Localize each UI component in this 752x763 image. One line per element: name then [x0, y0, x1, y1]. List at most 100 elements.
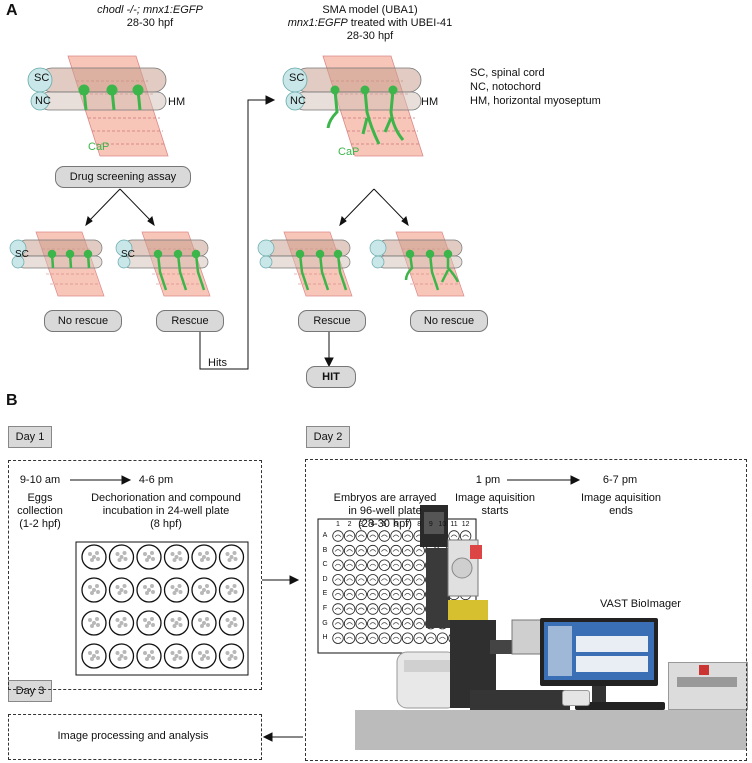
- embryo-curve: [369, 578, 377, 582]
- embryo-curve: [346, 563, 353, 567]
- embryo-dot: [147, 588, 151, 592]
- well-96: [413, 617, 425, 630]
- well-96: [390, 544, 402, 557]
- embryo-dot: [172, 657, 177, 661]
- embryo-sma: [282, 55, 424, 157]
- legend-hm: HM, horizontal myoseptum: [470, 95, 601, 107]
- embryo-curve: [415, 636, 423, 640]
- embryo-dot: [117, 591, 122, 595]
- drug-screening-pill: Drug screening assay: [55, 166, 191, 188]
- well-96: [367, 632, 379, 644]
- embryo-dot: [225, 552, 230, 556]
- embryo-curve: [381, 607, 388, 611]
- embryo-curve: [381, 578, 388, 582]
- embryo-dot: [178, 557, 183, 561]
- embryo-curve: [415, 549, 423, 552]
- embryo-dot: [88, 585, 92, 589]
- embryo-curve: [381, 534, 388, 538]
- label-cap-left: CaP: [88, 141, 110, 153]
- well-96: [413, 544, 425, 557]
- hits-label: Hits: [208, 357, 227, 369]
- embryo-dot: [123, 590, 128, 594]
- embryo-dot: [115, 585, 120, 589]
- embryo-dot: [143, 552, 147, 556]
- time-6-7pm: 6-7 pm: [602, 474, 638, 486]
- embryo-dot: [117, 657, 122, 661]
- eggs-line2: collection: [17, 505, 63, 517]
- vast-bioimager-equipment: [355, 505, 747, 750]
- rescue-pill-left: Rescue: [156, 310, 224, 332]
- embryo-dot: [147, 621, 151, 625]
- embryo-dot: [92, 654, 96, 658]
- plate-col-label: 9: [428, 521, 433, 528]
- embryo-dot: [122, 584, 127, 588]
- embryo-dot: [198, 552, 202, 556]
- embryo-dot: [172, 624, 177, 628]
- day1-label: Day 1: [8, 426, 52, 448]
- embryo-curve: [404, 636, 411, 640]
- embryo-dot: [205, 584, 209, 588]
- embryo-curve: [346, 607, 353, 611]
- embryo-curve: [392, 534, 400, 538]
- plate-col-label: 10: [438, 521, 447, 528]
- eggs-line3: (1-2 hpf): [19, 518, 61, 530]
- well-96: [343, 574, 356, 586]
- well-96: [413, 632, 425, 644]
- well-96: [332, 530, 344, 542]
- embryo-dot: [88, 651, 92, 655]
- embryo-dot: [174, 654, 179, 658]
- embryo-dot: [143, 585, 147, 589]
- embryo-curve: [334, 607, 342, 611]
- plate-row-label: C: [322, 561, 328, 569]
- well-96: [390, 574, 402, 586]
- day2-label: Day 2: [306, 426, 350, 448]
- embryo-dot: [232, 551, 237, 555]
- embryo-dot: [232, 617, 237, 621]
- plate-col-label: 3: [359, 521, 364, 528]
- embryo-curve: [450, 534, 458, 538]
- plate-row-label: E: [322, 590, 328, 598]
- embryo-dot: [145, 591, 149, 595]
- plate-col-label: 7: [405, 521, 410, 528]
- embryo-curve: [415, 622, 423, 625]
- embryo-curve: [392, 622, 400, 625]
- monitor-stand: [592, 686, 606, 704]
- well-96: [401, 574, 414, 586]
- well-96: [343, 544, 356, 557]
- well-96: [332, 603, 344, 615]
- embryo-dot: [150, 650, 154, 654]
- embryo-dot: [232, 650, 237, 654]
- well-96: [378, 632, 391, 644]
- well-96: [332, 544, 344, 557]
- embryo-curve: [392, 593, 400, 596]
- embryo-curve: [415, 593, 423, 596]
- embryo-curve: [369, 563, 377, 567]
- embryo-dot: [225, 585, 230, 589]
- embryo-curve: [381, 636, 388, 640]
- embryo-dot: [90, 657, 94, 661]
- embryo-curve: [369, 636, 377, 640]
- well-96: [378, 559, 391, 571]
- embryo-dot: [96, 557, 100, 561]
- embryo-dot: [233, 656, 238, 660]
- well-96: [343, 559, 356, 571]
- embryo-dot: [145, 624, 149, 628]
- embryo-dot: [90, 591, 94, 595]
- plate-col-label: 12: [461, 521, 470, 528]
- embryo-curve: [415, 578, 423, 582]
- embryo-dot: [227, 624, 232, 628]
- well-96: [367, 588, 379, 601]
- embryo-dot: [88, 618, 92, 622]
- embryo-curve: [369, 622, 377, 625]
- embryo-dot: [150, 617, 154, 621]
- well-96: [436, 632, 449, 644]
- embryo-curve: [334, 636, 342, 640]
- embryo-dot: [172, 591, 177, 595]
- embryo-curve: [346, 549, 353, 552]
- embryo-curve: [381, 563, 388, 567]
- embryo-curve: [357, 549, 365, 552]
- label-nc-left: NC: [35, 95, 51, 107]
- plate-col-label: 8: [417, 521, 422, 528]
- plate-row-label: G: [322, 619, 328, 627]
- plate-col-label: 2: [347, 521, 352, 528]
